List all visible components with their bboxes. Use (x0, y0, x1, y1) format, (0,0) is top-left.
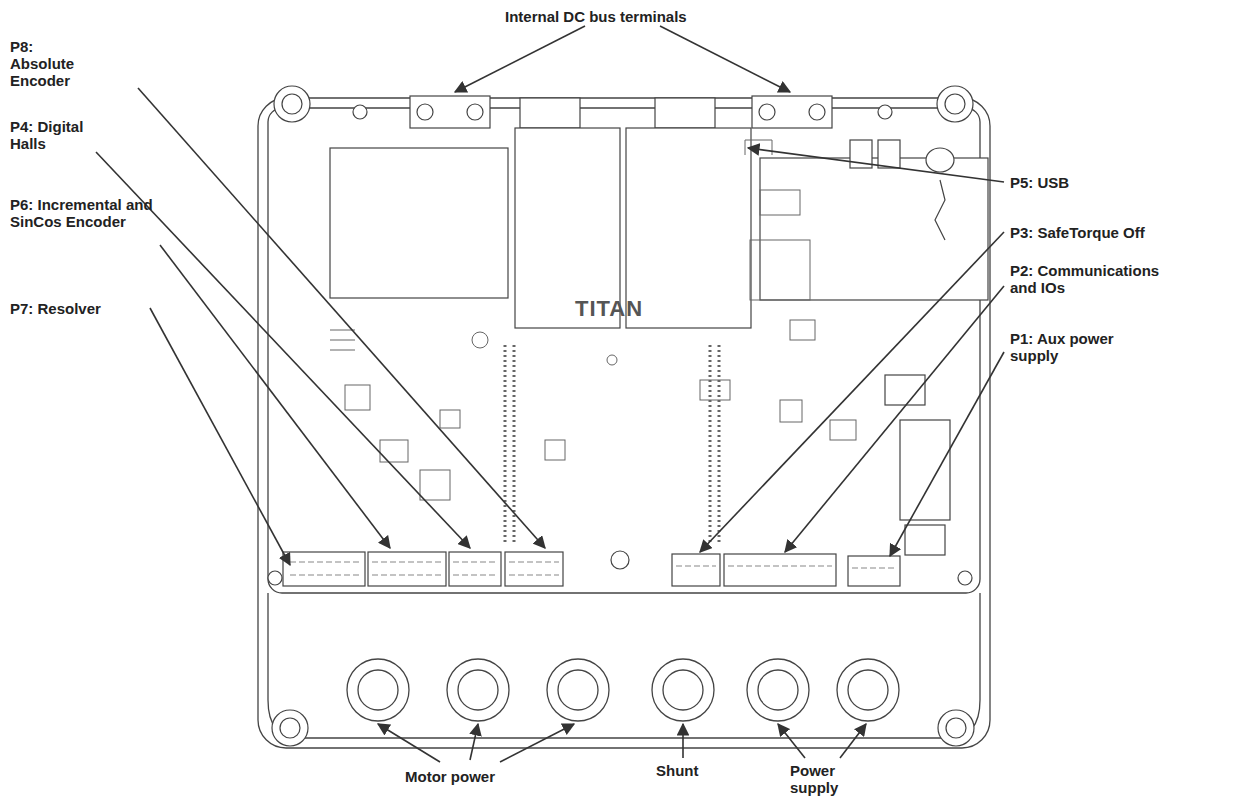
gland-callout: Shunt (656, 762, 699, 779)
connector-callout: P5: USB (1010, 174, 1069, 191)
title-callout: Internal DC bus terminals (505, 8, 687, 25)
gland-callout: Power supply (790, 762, 860, 796)
brand-mark: TITAN (575, 300, 643, 317)
connector-row (283, 551, 900, 586)
dc-bus-terminals (410, 96, 832, 128)
connector-callout: P3: SafeTorque Off (1010, 224, 1145, 241)
small-components (330, 140, 856, 500)
power-components (330, 128, 988, 555)
leader-lines (96, 26, 1004, 762)
pin-headers (505, 345, 719, 545)
gland-callout: Motor power (405, 768, 495, 785)
connector-callout: P7: Resolver (10, 300, 101, 317)
connector-callout: P2: Communications and IOs (1010, 262, 1170, 296)
connector-callout: P6: Incremental and SinCos Encoder (10, 196, 160, 230)
connector-callout: P4: Digital Halls (10, 118, 85, 152)
cable-glands (347, 659, 899, 721)
board-outline (258, 98, 990, 748)
connector-callout: P1: Aux power supply (1010, 330, 1120, 364)
connector-callout: P8: Absolute Encoder (10, 38, 95, 89)
